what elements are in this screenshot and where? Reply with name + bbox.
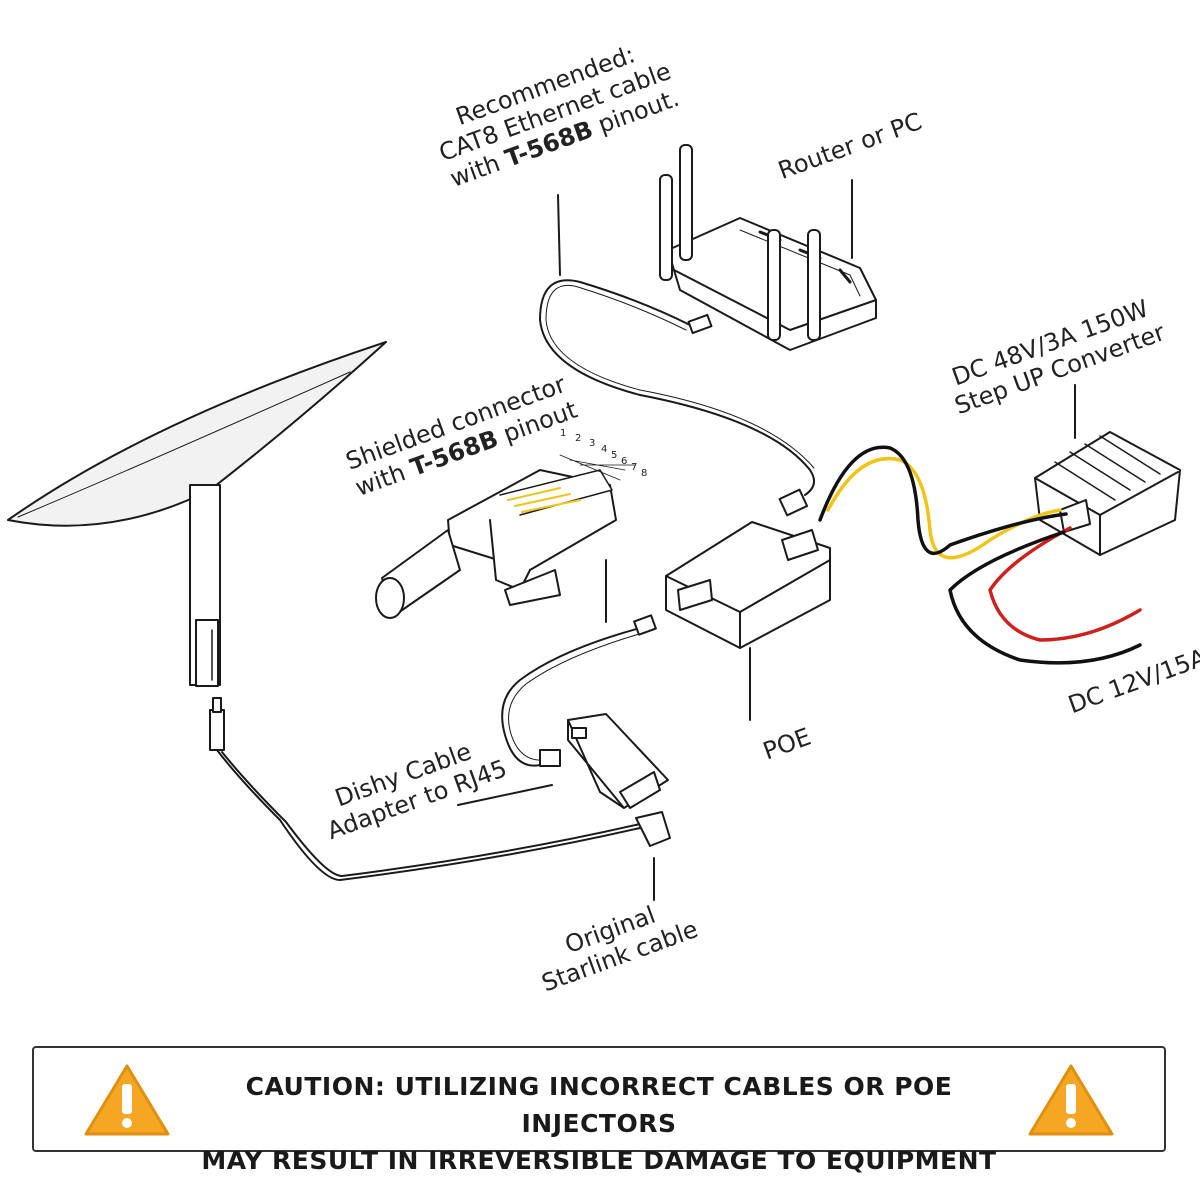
- dishy-leader: [457, 784, 553, 806]
- poe-injector: [665, 521, 831, 649]
- pin-number: 5: [611, 450, 618, 461]
- caution-line2: MAY RESULT IN IRREVERSIBLE DAMAGE TO EQU…: [201, 1146, 997, 1175]
- starlink-cable: [209, 697, 671, 901]
- shielded-connector: [375, 454, 636, 619]
- pin-number: 1: [560, 428, 567, 439]
- router: [659, 144, 877, 351]
- pin-number: 3: [589, 438, 596, 449]
- pin-number: 6: [621, 456, 628, 467]
- wiring-diagram: [7, 144, 1181, 901]
- caution-line1: CAUTION: UTILIZING INCORRECT CABLES OR P…: [245, 1072, 953, 1138]
- caution-text: CAUTION: UTILIZING INCORRECT CABLES OR P…: [164, 1068, 1034, 1179]
- pin-number: 2: [575, 433, 582, 444]
- pin-number: 4: [601, 444, 608, 455]
- step-up-converter: [1034, 431, 1181, 556]
- pin-number: 7: [631, 462, 638, 473]
- warning-icon: [84, 1064, 170, 1136]
- dishy-adapter: [501, 614, 669, 809]
- power-wires: [818, 445, 1142, 665]
- pin-number: 8: [641, 468, 648, 479]
- ethernet-cable: [539, 279, 815, 517]
- starlink-dish: [7, 341, 387, 687]
- warning-icon: [1028, 1064, 1114, 1136]
- cable-leader: [557, 194, 561, 276]
- caution-banner: CAUTION: UTILIZING INCORRECT CABLES OR P…: [32, 1046, 1166, 1175]
